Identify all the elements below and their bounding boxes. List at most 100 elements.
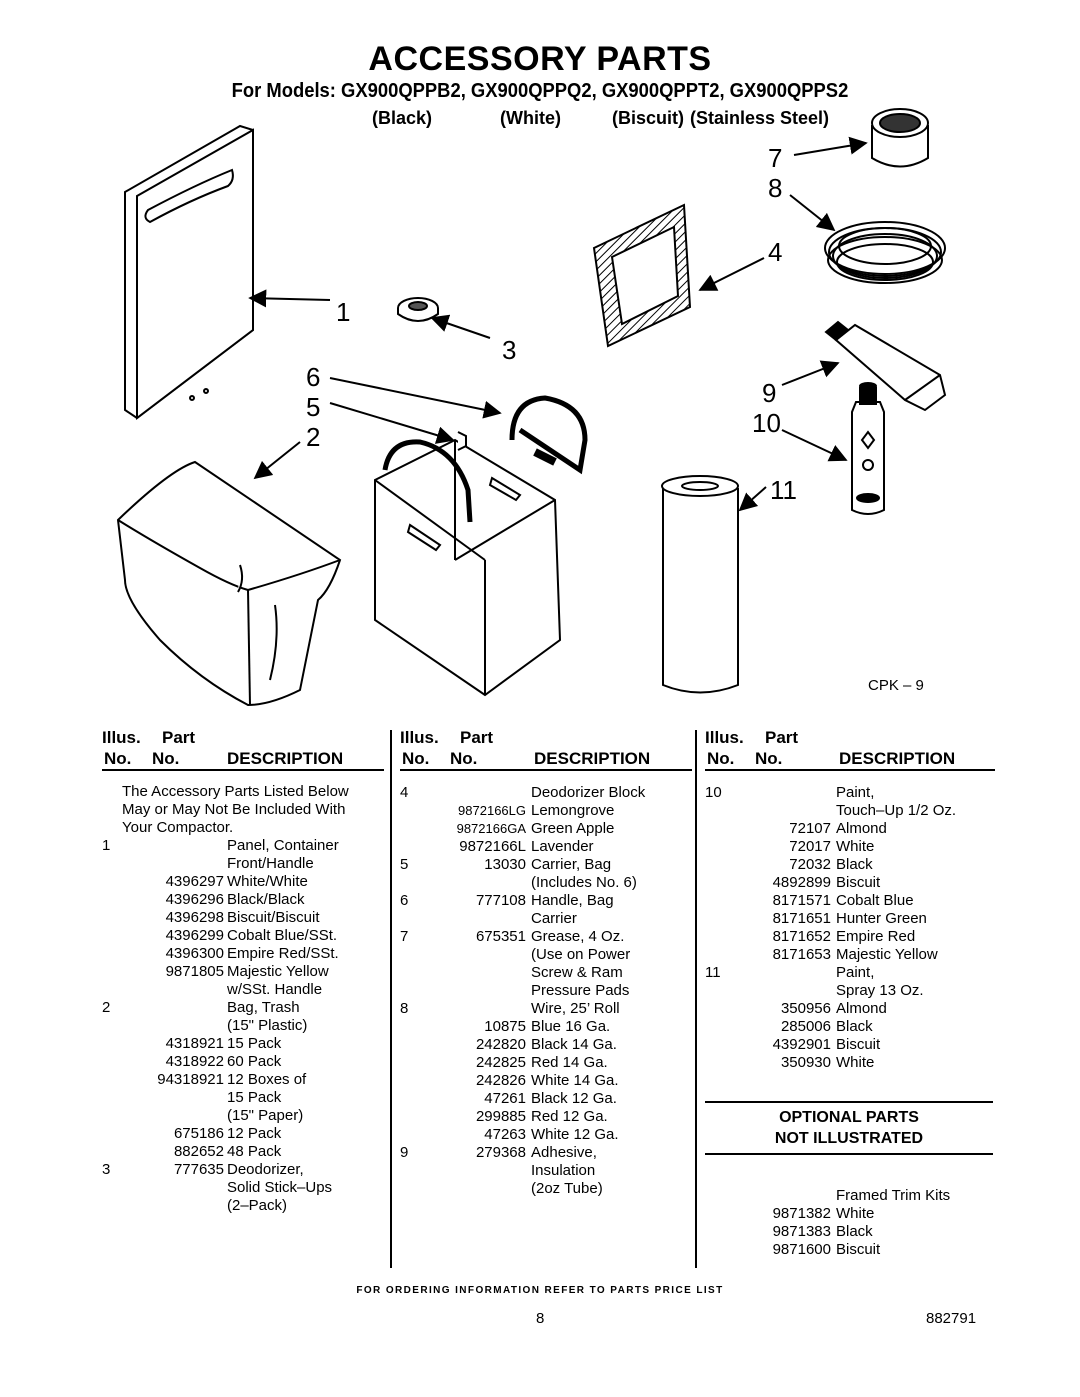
part-description: Almond: [836, 1000, 887, 1017]
part-description: White 14 Ga.: [531, 1072, 619, 1089]
illus-number: 8: [400, 1000, 409, 1017]
wire-roll-part: [824, 221, 946, 284]
callout-1: 1: [336, 297, 351, 327]
callout-10: 10: [752, 408, 781, 438]
part-number: 4892899: [772, 874, 831, 891]
part-description: Green Apple: [531, 820, 615, 837]
part-description: White: [836, 838, 875, 855]
document-number: 882791: [926, 1310, 977, 1327]
callout-4: 4: [768, 237, 783, 267]
part-description: 12 Pack: [227, 1125, 282, 1142]
part-description: Deodorizer,: [227, 1161, 304, 1178]
part-description: Lavender: [531, 838, 594, 855]
part-description: Deodorizer Block: [531, 784, 646, 801]
table-row: (15" Plastic): [102, 1017, 384, 1035]
part-number: 9872166L: [459, 838, 526, 855]
table-row: (Includes No. 6): [400, 874, 692, 892]
part-number: 882652: [173, 1143, 224, 1160]
table-row: Spray 13 Oz.: [705, 982, 995, 1000]
part-description: Carrier, Bag: [531, 856, 612, 873]
part-number: 72107: [789, 820, 831, 837]
parts-column-1: Illus. Part No. No. DESCRIPTION The Acce…: [102, 727, 384, 1215]
grease-jar-part: [871, 108, 929, 168]
part-description: (15" Plastic): [227, 1017, 308, 1034]
illus-number: 9: [400, 1144, 409, 1161]
part-description: Paint,: [836, 964, 875, 981]
part-description: 60 Pack: [227, 1053, 282, 1070]
part-description: Blue 16 Ga.: [531, 1018, 611, 1035]
part-description: Black: [836, 856, 873, 873]
part-description: Majestic Yellow: [836, 946, 938, 963]
part-number: 72032: [789, 856, 831, 873]
part-description: Adhesive,: [531, 1144, 597, 1161]
part-description: Lemongrove: [531, 802, 615, 819]
part-number: 242820: [475, 1036, 526, 1053]
part-description: Panel, Container: [227, 837, 339, 854]
part-number: 4392901: [772, 1036, 831, 1053]
bag-handle-part: [382, 395, 588, 523]
part-description: (15" Paper): [227, 1107, 304, 1124]
part-number: 4396298: [165, 909, 224, 926]
part-number: 4396297: [165, 873, 224, 890]
table-row: w/SSt. Handle: [102, 981, 384, 999]
part-description: 15 Pack: [227, 1089, 282, 1106]
callout-11: 11: [770, 475, 797, 505]
part-description: Wire, 25’ Roll: [531, 1000, 620, 1017]
part-description: (2–Pack): [227, 1197, 288, 1214]
deodorizer-block-part: [592, 203, 692, 348]
part-description: Biscuit/Biscuit: [227, 909, 320, 926]
illus-number: 2: [102, 999, 111, 1016]
part-description: Black: [836, 1018, 873, 1035]
part-description: White: [836, 1205, 875, 1222]
table-row: Carrier: [400, 910, 692, 928]
table-row: Front/Handle: [102, 855, 384, 873]
table-row: (2oz Tube): [400, 1180, 692, 1198]
touch-up-bottle-part: [851, 382, 885, 515]
column-header: Illus. Part No. No. DESCRIPTION: [102, 728, 344, 768]
illus-number: 10: [705, 784, 722, 801]
table-row: 15 Pack: [102, 1089, 384, 1107]
part-description: Screw & Ram: [531, 964, 623, 981]
part-description: Black/Black: [227, 891, 305, 908]
page-number: 8: [536, 1310, 545, 1327]
part-description: 48 Pack: [227, 1143, 282, 1160]
optional-parts-heading: OPTIONAL PARTS NOT ILLUSTRATED: [774, 1109, 924, 1147]
part-number: 13030: [484, 856, 526, 873]
parts-illustration: [116, 108, 947, 707]
part-description: Red 12 Ga.: [531, 1108, 608, 1125]
part-description: White: [836, 1054, 875, 1071]
part-number: 4318922: [165, 1053, 224, 1070]
part-description: Carrier: [531, 910, 577, 927]
part-description: White/White: [227, 873, 308, 890]
part-number: 675351: [475, 928, 526, 945]
color-biscuit: (Biscuit): [612, 108, 684, 128]
table-row: 9872166L Lavender: [400, 838, 692, 856]
part-description: Pressure Pads: [531, 982, 630, 999]
part-description: Bag, Trash: [227, 999, 300, 1016]
column-divider: [695, 730, 697, 1268]
table-row: 2 Bag, Trash: [102, 999, 384, 1017]
part-description: Majestic Yellow: [227, 963, 329, 980]
illus-number: 6: [400, 892, 409, 909]
part-description: Empire Red/SSt.: [227, 945, 339, 962]
color-white: (White): [500, 108, 561, 128]
part-number: 8171652: [772, 928, 831, 945]
